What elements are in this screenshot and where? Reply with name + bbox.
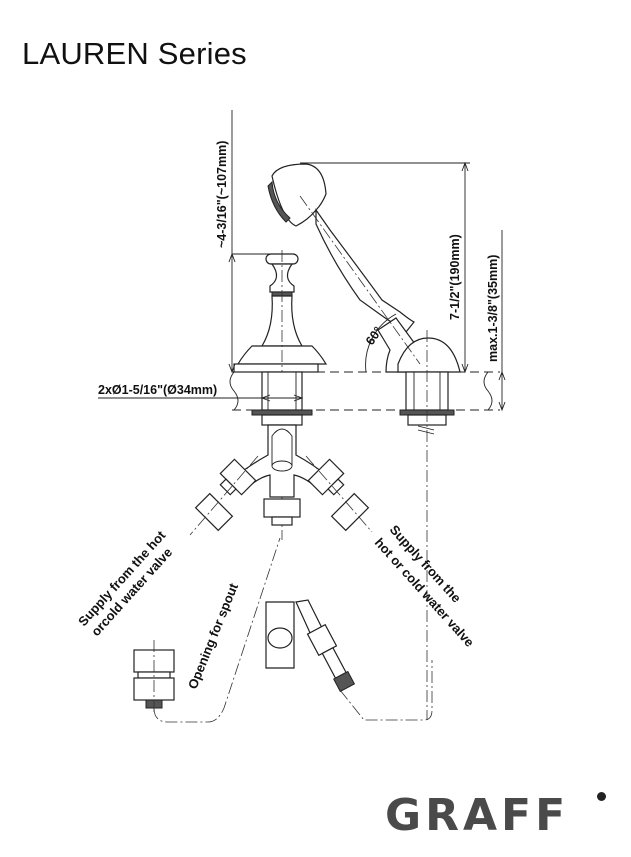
right-supply-connector [305, 455, 373, 533]
dimension-lines [98, 110, 506, 412]
graff-logo: GRAFF [385, 790, 570, 841]
dim-handshower-height: 7-1/2"(190mm) [448, 234, 462, 320]
left-supply-connector [189, 455, 259, 536]
handshower-elbow [265, 599, 356, 693]
angle-arc [365, 313, 397, 373]
dim-handle-height: ~4-3/16"(~107mm) [215, 141, 229, 248]
dim-max-deck: max.1-3/8"(35mm) [486, 255, 500, 362]
dim-hole-diameter: 2xØ1-5/16"(Ø34mm) [98, 383, 217, 397]
hose-centerlines [153, 537, 433, 723]
registered-mark-icon [597, 792, 606, 801]
label-spout-opening: Opening for spout [185, 580, 241, 691]
page-title: LAUREN Series [22, 36, 247, 71]
handshower [267, 163, 461, 720]
spout-adapter [133, 640, 175, 712]
valve-handle [233, 250, 328, 540]
valve-body [237, 371, 327, 526]
